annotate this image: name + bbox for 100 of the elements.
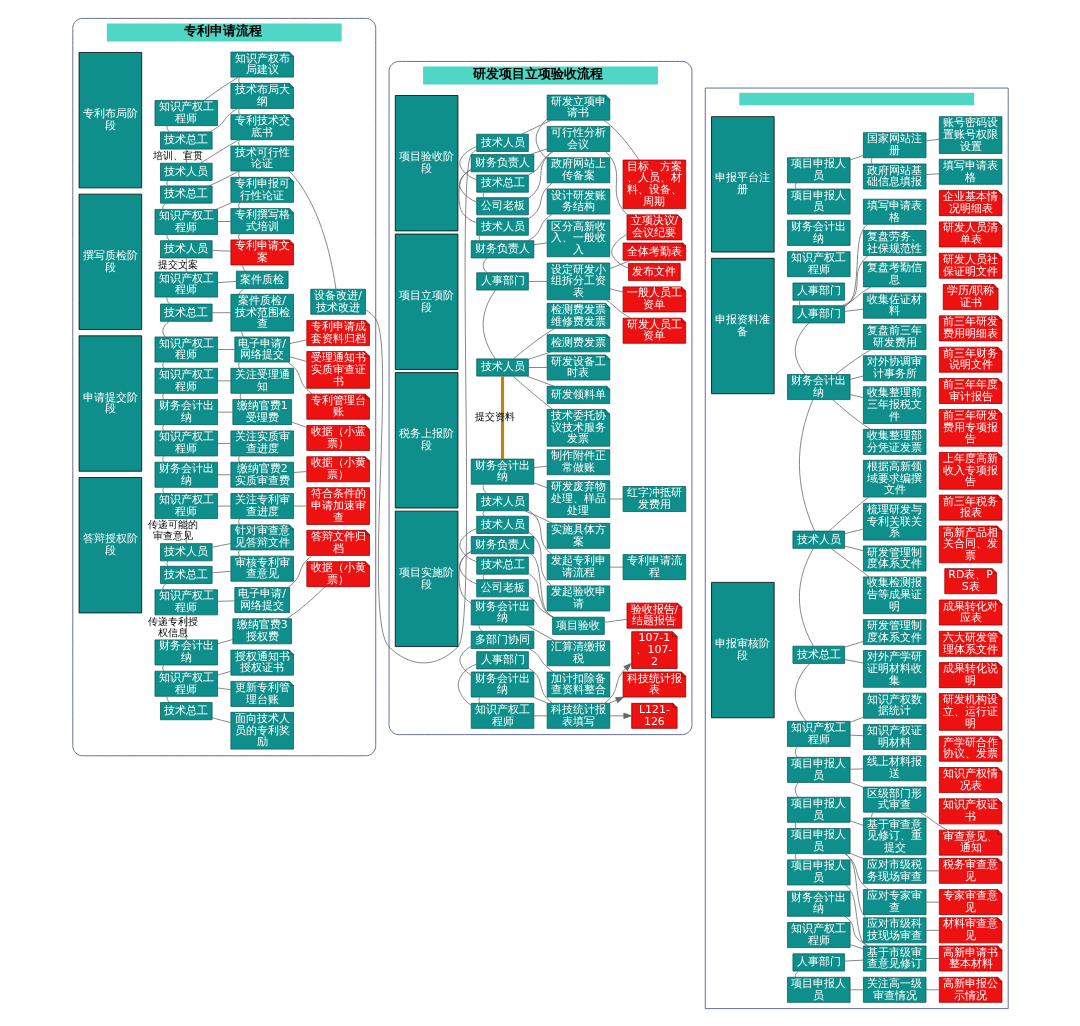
node-box: 关注受理通知 xyxy=(230,367,294,394)
connector xyxy=(185,517,187,544)
connector xyxy=(482,191,485,198)
connector xyxy=(161,202,166,210)
connector xyxy=(458,527,477,562)
connector xyxy=(528,148,547,155)
connector xyxy=(830,547,869,577)
node-box: 知识产权工程师 xyxy=(154,670,218,697)
node-box: 技术人员 xyxy=(792,530,845,549)
connector xyxy=(216,473,231,475)
node-box: 项目申报人员 xyxy=(786,156,850,183)
node-box: 面向技术人员的专利奖励 xyxy=(230,711,294,749)
connector xyxy=(527,595,554,618)
node-box: 基于审查意见修订、重提交 xyxy=(862,817,926,855)
node-box: 政府网站上传备案 xyxy=(546,156,610,183)
connector xyxy=(482,289,496,359)
node-box: 技术可行性论证 xyxy=(230,145,294,171)
node-box: 财务负责人 xyxy=(470,535,534,554)
connector xyxy=(794,970,799,978)
edge-label: 提交文案 xyxy=(157,258,198,270)
node-box: 国家网站注册 xyxy=(862,131,926,158)
connector xyxy=(604,150,628,215)
node-box: 技术人员 xyxy=(475,217,529,236)
connector xyxy=(603,618,627,623)
connector xyxy=(610,233,629,269)
connector xyxy=(849,988,864,990)
connector xyxy=(287,554,313,588)
connector xyxy=(166,179,168,186)
connector xyxy=(512,375,553,410)
cluster xyxy=(704,87,1009,1009)
connector xyxy=(199,139,239,163)
connector xyxy=(241,264,246,271)
connector xyxy=(216,220,231,222)
connector xyxy=(237,139,240,146)
node-box: 公司老板 xyxy=(475,578,529,597)
node-box: 研发管理制度体系文件 xyxy=(862,618,926,645)
connector xyxy=(237,170,240,177)
connector xyxy=(844,852,866,918)
connector xyxy=(527,350,552,360)
connector xyxy=(527,509,552,555)
node-box: 线上材料报送 xyxy=(862,754,926,781)
connector xyxy=(527,572,554,618)
connector xyxy=(794,821,796,829)
node-box: 设备改进/技术改进 xyxy=(309,288,366,315)
connector xyxy=(202,76,239,101)
connector xyxy=(166,125,170,132)
node-box: 实施具体方案 xyxy=(546,522,610,549)
node-box: 项目申报人员 xyxy=(786,188,850,214)
connector xyxy=(529,553,553,618)
node-box: 财务会计出纳 xyxy=(786,373,850,400)
node-box: 财务会计出纳 xyxy=(154,639,218,665)
node-box: 设计研发账务结构 xyxy=(546,188,610,214)
edge-label: 传递专利授权信息 xyxy=(147,615,198,638)
node-box: 财务会计出纳 xyxy=(470,671,534,697)
node-box: 技术总工 xyxy=(159,565,212,584)
connector xyxy=(794,662,810,722)
connector xyxy=(185,257,187,272)
connector xyxy=(794,322,809,375)
node-box: 人事部门 xyxy=(792,282,845,301)
node-box: 技术人员 xyxy=(475,515,529,534)
connector xyxy=(527,531,552,586)
node-box: 技术总工 xyxy=(159,701,212,720)
node-box: 知识产权工程师 xyxy=(154,430,218,456)
arrow xyxy=(603,662,632,704)
connector xyxy=(237,549,240,556)
node-box: 知识产权证明材料 xyxy=(862,723,926,750)
node-box: 人事部门 xyxy=(475,650,529,669)
connector xyxy=(925,988,940,990)
connector xyxy=(166,560,168,566)
connector xyxy=(237,76,240,84)
node-box: 项目验收阶段 xyxy=(394,94,458,231)
connector xyxy=(831,398,871,430)
connector xyxy=(841,286,871,306)
node-box: 项目实施阶段 xyxy=(394,510,458,647)
node-box: 缴纳官费2实质审查费 xyxy=(230,461,294,488)
node-box: 财务会计出纳 xyxy=(786,890,850,917)
node-box: 符合条件的申请加速审查 xyxy=(305,486,370,525)
connector xyxy=(240,330,244,337)
connector xyxy=(216,599,235,602)
connector xyxy=(215,201,233,210)
node-box: 知识产权工程师 xyxy=(786,720,850,747)
connector xyxy=(794,745,798,758)
connector xyxy=(237,107,240,115)
node-box: 知识产权工程师 xyxy=(470,702,534,729)
connector xyxy=(527,150,552,198)
connector xyxy=(288,339,307,344)
connector xyxy=(849,943,864,949)
connector xyxy=(237,455,240,462)
connector xyxy=(161,486,164,494)
connector xyxy=(292,470,307,473)
node-box: 技术总工 xyxy=(792,645,845,664)
connector xyxy=(237,517,240,525)
node-box: 对外协调审计事务所 xyxy=(862,354,926,381)
connector xyxy=(512,327,555,359)
connector xyxy=(533,465,547,468)
node-box: 财务会计出纳 xyxy=(786,219,850,246)
node-box: 红字冲抵研发费用 xyxy=(622,485,686,512)
node-box: 应对市级科技现场审查 xyxy=(862,916,926,943)
node-box: 技术人员 xyxy=(159,239,212,258)
connector xyxy=(239,392,241,400)
